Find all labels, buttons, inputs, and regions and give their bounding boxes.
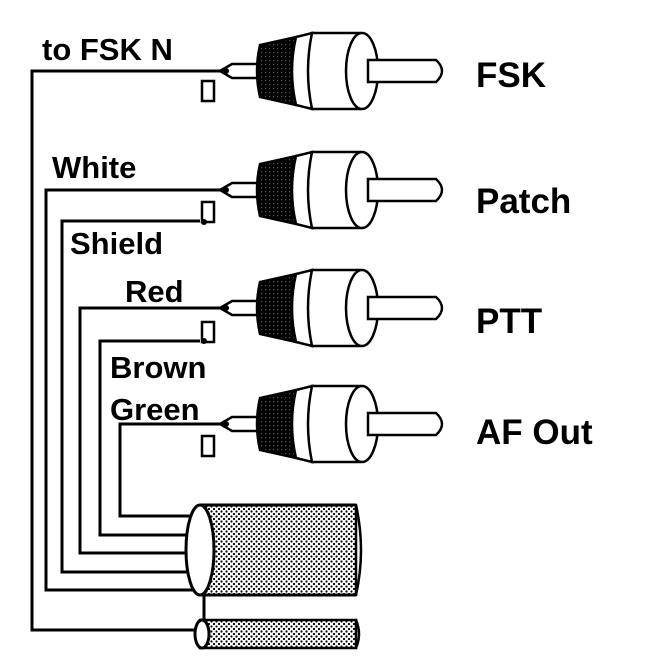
wire-fsk-n — [30, 69, 228, 632]
wire-green — [118, 422, 228, 518]
connector-pin — [366, 58, 444, 84]
wire-brown — [98, 339, 200, 537]
wire-shield — [60, 219, 200, 574]
knurled-ring — [255, 35, 298, 107]
sleeve-tab — [200, 434, 216, 458]
label-green: Green — [110, 392, 200, 427]
shielded-cable — [184, 503, 363, 650]
wires — [30, 69, 228, 632]
label-red: Red — [125, 274, 184, 309]
cable-jacket — [198, 503, 358, 597]
cable-end — [184, 503, 216, 597]
sleeve-tab — [200, 320, 216, 344]
label-white: White — [52, 150, 137, 185]
label-ptt: PTT — [476, 302, 543, 341]
label-patch: Patch — [476, 182, 572, 221]
cable-fsk-n — [198, 618, 358, 650]
rca-connector-ptt — [200, 268, 444, 348]
sleeve-tab — [200, 200, 216, 224]
wire-red — [78, 306, 228, 555]
rca-connector-patch — [200, 150, 444, 230]
rca-connector-af-out — [200, 384, 444, 464]
wire-white — [44, 188, 228, 592]
knurled-ring — [255, 272, 298, 344]
sleeve-tab — [200, 79, 216, 103]
label-shield: Shield — [70, 226, 164, 261]
rca-connector-fsk — [200, 31, 444, 111]
connector-pin — [366, 295, 444, 321]
knurled-ring — [255, 388, 298, 460]
knurled-ring — [255, 154, 298, 226]
label-to-fsk-n: to FSK N — [42, 32, 173, 67]
connector-pin — [366, 177, 444, 203]
label-af-out: AF Out — [476, 413, 593, 452]
connector-pin — [366, 411, 444, 437]
cable-fsk-n-end — [193, 618, 211, 650]
label-brown: Brown — [110, 350, 207, 385]
label-fsk: FSK — [476, 56, 546, 95]
